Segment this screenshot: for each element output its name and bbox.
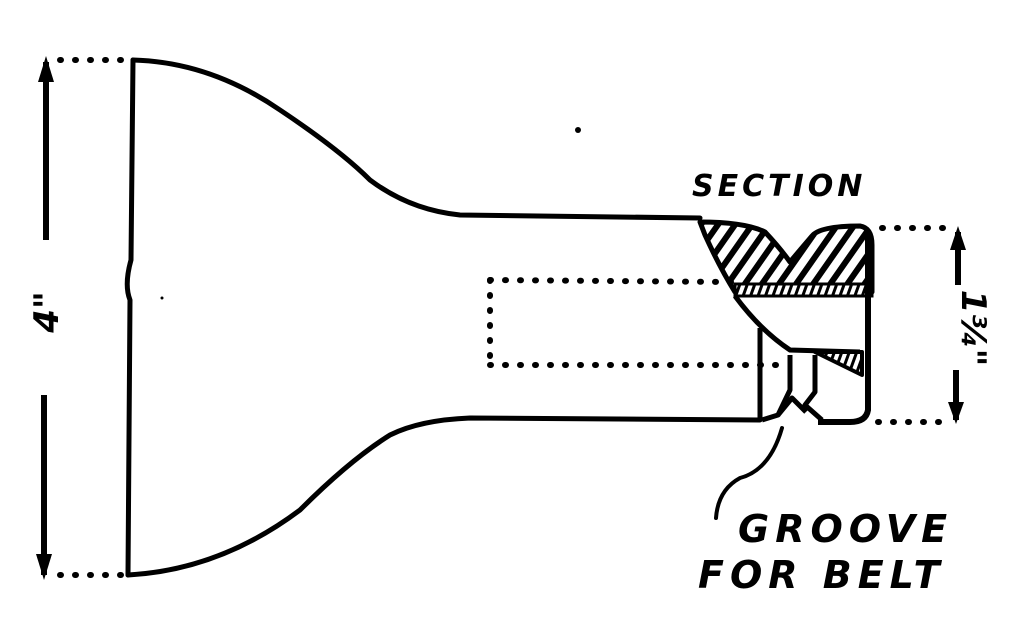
section-hatch-top <box>697 219 875 295</box>
arrowhead-up-icon <box>38 56 54 82</box>
scan-speck <box>575 127 581 133</box>
groove-v-right <box>802 355 824 422</box>
dim-label-4in: 4" <box>27 291 67 333</box>
groove-v-center <box>776 395 808 417</box>
groove-v-left <box>761 355 793 423</box>
groove-leader-line <box>714 426 784 520</box>
dim-label-1-3-4in: 1¾" <box>953 290 993 367</box>
groove-label-line2: FOR BELT <box>698 553 946 597</box>
arrowhead-down-right-icon <box>948 402 964 424</box>
section-label: SECTION <box>692 169 866 204</box>
groove-label-line1: GROOVE <box>738 507 953 551</box>
top-flare-curve <box>130 57 703 221</box>
handle-body-outline <box>124 57 763 578</box>
section-view <box>697 219 875 425</box>
arrowhead-up-right-icon <box>950 226 966 250</box>
hidden-bore-outline <box>487 277 793 368</box>
scan-speck <box>160 296 164 300</box>
arrowhead-down-icon <box>36 554 52 580</box>
dimension-end-diameter: 1¾" <box>875 225 993 425</box>
section-hatch-strip <box>733 282 874 298</box>
base-face-line <box>124 57 136 578</box>
bore-curve <box>732 294 861 355</box>
dimension-overall-height: 4" <box>27 56 131 580</box>
bottom-flare-curve <box>125 415 763 578</box>
end-wall <box>818 230 871 425</box>
section-hatch-bottom <box>813 350 864 377</box>
